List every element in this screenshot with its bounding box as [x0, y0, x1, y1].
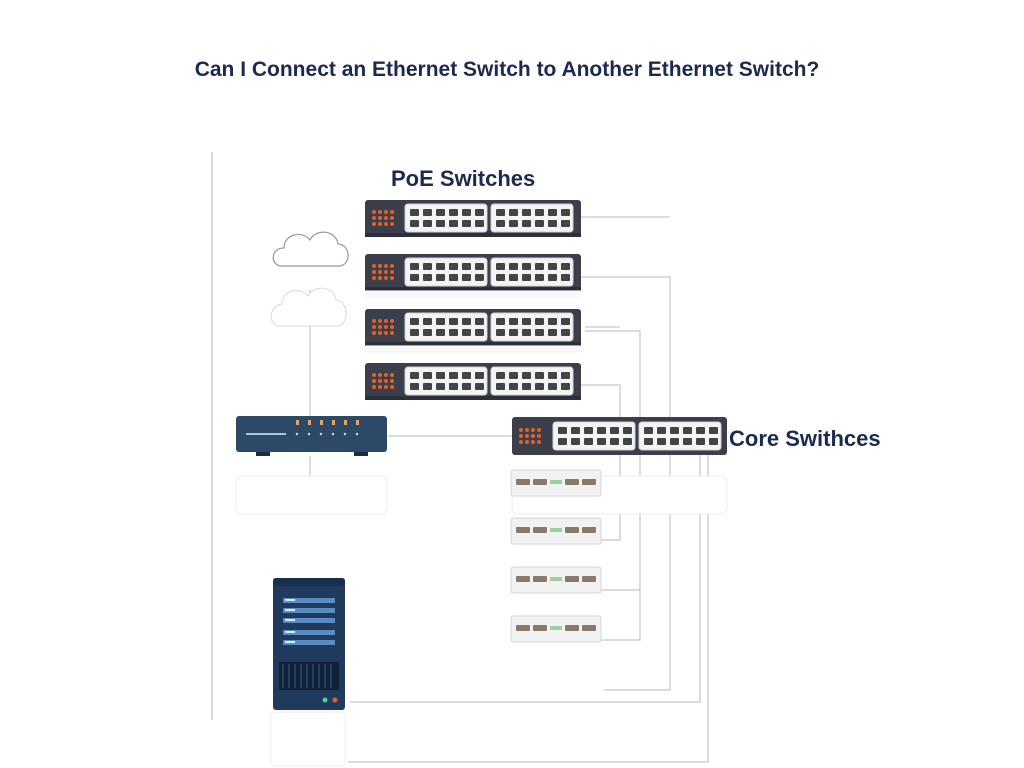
patch-panel-3	[510, 566, 602, 594]
router-icon	[236, 416, 387, 456]
poe-switches-label: PoE Switches	[391, 166, 536, 191]
core-switch	[512, 417, 727, 455]
cloud-icon	[270, 231, 349, 327]
server-reflection	[270, 711, 346, 767]
poe-switch-4	[365, 363, 581, 400]
patch-panel-4	[510, 615, 602, 643]
router-reflection	[235, 475, 388, 515]
core-switches-label: Core Swithces	[729, 426, 881, 451]
patch-panel-2	[510, 517, 602, 545]
server-icon	[273, 578, 345, 710]
poe-switch-2	[365, 254, 581, 291]
patch-panel-1	[510, 469, 602, 497]
diagram-title: Can I Connect an Ethernet Switch to Anot…	[194, 58, 820, 81]
poe-switch-3	[365, 309, 581, 346]
poe-switch-1	[365, 200, 581, 237]
